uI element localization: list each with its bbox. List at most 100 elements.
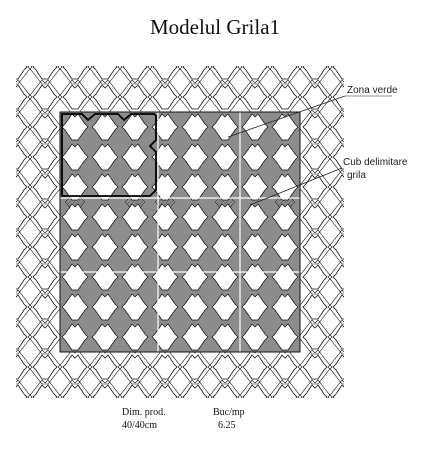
- outer-diamond: [212, 84, 238, 110]
- outer-diamond: [32, 174, 58, 200]
- outer-diamond-ring: [27, 109, 63, 145]
- green-zone-hole: [61, 323, 89, 351]
- outer-diamond-ring: [27, 169, 63, 205]
- outer-diamond-ring: [0, 410, 32, 444]
- outer-diamond: [3, 415, 27, 439]
- outer-diamond-ring: [27, 199, 63, 235]
- outer-diamond: [333, 415, 357, 439]
- green-zone-hole: [211, 143, 239, 171]
- outer-diamond: [363, 415, 387, 439]
- outer-diamond-ring: [358, 350, 392, 384]
- outer-diamond-ring: [57, 379, 93, 398]
- outer-diamond: [16, 114, 28, 140]
- outer-diamond-ring: [297, 289, 333, 325]
- outer-diamond-ring: [327, 169, 344, 205]
- green-zone-hole: [181, 293, 209, 321]
- outer-diamond-ring: [27, 229, 63, 265]
- outer-diamond-ring: [268, 410, 302, 444]
- outer-diamond-ring: [237, 66, 273, 85]
- green-zone-hole: [181, 113, 209, 141]
- outer-diamond-ring: [297, 169, 333, 205]
- outer-diamond: [332, 324, 344, 350]
- green-zone-hole: [181, 203, 209, 231]
- outer-diamond: [272, 84, 298, 110]
- outer-diamond: [363, 295, 387, 319]
- outer-diamond-ring: [267, 379, 303, 398]
- outer-diamond: [212, 384, 238, 398]
- outer-diamond: [32, 84, 58, 110]
- green-zone-hole: [121, 143, 149, 171]
- outer-diamond: [243, 415, 267, 439]
- outer-diamond-ring: [297, 109, 333, 145]
- green-zone-hole: [91, 113, 119, 141]
- paved-area-border: [59, 111, 301, 353]
- outer-diamond-ring: [207, 379, 243, 398]
- outer-diamond-ring: [358, 50, 392, 84]
- outer-diamond-ring: [297, 259, 333, 295]
- outer-diamond-ring: [16, 79, 33, 115]
- outer-diamond-ring: [27, 79, 63, 115]
- outer-diamond: [62, 354, 88, 380]
- outer-diamond: [182, 354, 208, 380]
- outer-diamond-ring: [87, 66, 123, 85]
- green-zone-hole: [61, 233, 89, 261]
- outer-diamond-ring: [16, 109, 33, 145]
- outer-diamond: [302, 114, 328, 140]
- outer-diamond: [302, 204, 328, 230]
- outer-diamond: [33, 415, 57, 439]
- green-zone-hole: [241, 323, 269, 351]
- outer-diamond: [363, 385, 387, 409]
- page-title: Modelul Grila1: [149, 15, 281, 39]
- green-zone-hole: [121, 173, 149, 201]
- outer-diamond: [273, 415, 297, 439]
- outer-diamond-ring: [328, 410, 362, 444]
- green-zone-hole: [61, 113, 89, 141]
- outer-diamond: [182, 384, 208, 398]
- green-zone-hole: [211, 323, 239, 351]
- dimension-label: Dim. prod.: [122, 407, 166, 418]
- outer-diamond: [363, 115, 387, 139]
- outer-diamond-ring: [27, 289, 63, 325]
- outer-diamond-ring: [117, 66, 153, 85]
- outer-diamond: [332, 384, 344, 398]
- outer-diamond: [16, 144, 28, 170]
- green-zone-hole: [271, 233, 299, 261]
- outer-diamond-ring: [27, 319, 63, 355]
- outer-diamond: [183, 415, 207, 439]
- outer-diamond: [332, 294, 344, 320]
- outer-diamond: [332, 354, 344, 380]
- outer-diamond: [32, 264, 58, 290]
- outer-diamond-ring: [327, 259, 344, 295]
- outer-diamond: [32, 324, 58, 350]
- outer-diamond: [32, 234, 58, 260]
- outer-diamond-ring: [297, 79, 333, 115]
- outer-diamond-ring: [297, 66, 333, 85]
- outer-diamond-ring: [358, 230, 392, 264]
- single-paver-bold-outline: [61, 113, 157, 197]
- outer-diamond: [152, 66, 178, 80]
- outer-diamond: [182, 84, 208, 110]
- green-zone-hole: [271, 323, 299, 351]
- outer-diamond: [272, 66, 298, 80]
- green-zone-hole: [91, 203, 119, 231]
- green-zone-hole: [181, 173, 209, 201]
- outer-diamond: [182, 66, 208, 80]
- outer-diamond: [332, 174, 344, 200]
- outer-diamond: [242, 84, 268, 110]
- outer-diamond-ring: [16, 139, 33, 175]
- outer-diamond-ring: [327, 109, 344, 145]
- green-zone-hole: [61, 203, 89, 231]
- outer-diamond: [62, 384, 88, 398]
- outer-diamond: [92, 354, 118, 380]
- outer-diamond: [302, 264, 328, 290]
- outer-diamond-ring: [358, 110, 392, 144]
- outer-diamond: [302, 384, 328, 398]
- outer-diamond-ring: [28, 410, 62, 444]
- outer-diamond-ring: [87, 349, 123, 385]
- outer-diamond: [152, 84, 178, 110]
- green-zone-hole: [181, 233, 209, 261]
- label-cub-delimitare: Cub delimitare: [343, 157, 408, 168]
- outer-diamond: [32, 66, 58, 80]
- outer-diamond-ring: [178, 410, 212, 444]
